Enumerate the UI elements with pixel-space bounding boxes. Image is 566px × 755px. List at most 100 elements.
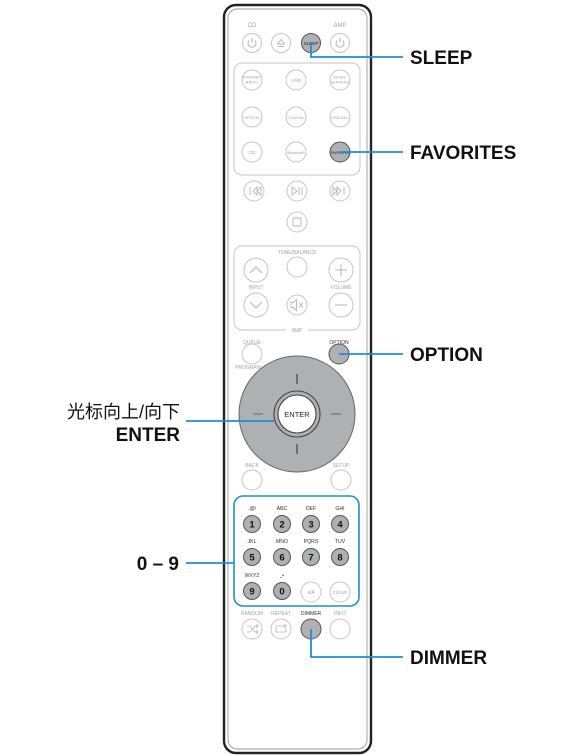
bluetooth-button[interactable]: Bluetooth bbox=[285, 141, 307, 163]
clear-button[interactable]: CLEAR bbox=[329, 581, 351, 603]
cd-label: CD bbox=[248, 23, 257, 29]
digit-4-number: 4 bbox=[337, 520, 343, 531]
digit-8-button[interactable]: TUV 8 bbox=[331, 539, 349, 566]
digit-3-letters: DEF bbox=[306, 506, 316, 512]
eject-button[interactable] bbox=[271, 33, 291, 53]
digit-2-key[interactable] bbox=[273, 515, 291, 533]
cd-power-button[interactable] bbox=[242, 33, 262, 53]
digit-1-letters: .@/ bbox=[248, 506, 257, 512]
play-pause-icon bbox=[291, 186, 303, 196]
shuffle-icon bbox=[247, 623, 259, 635]
case-toggle-label: a/A bbox=[307, 590, 315, 596]
digit-6-number: 6 bbox=[279, 553, 284, 564]
stop-button[interactable] bbox=[286, 211, 308, 233]
mute-button[interactable] bbox=[286, 294, 308, 316]
stop-icon bbox=[292, 217, 302, 227]
repeat-icon bbox=[275, 623, 287, 633]
amp-label: AMP bbox=[333, 23, 346, 29]
coaxial-label: COAXIAL bbox=[287, 115, 305, 120]
callout-option: OPTION bbox=[410, 345, 483, 366]
usb-button[interactable]: USB bbox=[285, 69, 307, 91]
callout-cursor-up-down: 光标向上/向下 bbox=[67, 402, 180, 422]
enter-button-label: ENTER bbox=[284, 410, 310, 419]
amp-power-button[interactable] bbox=[330, 33, 350, 53]
digit-5-button[interactable]: JKL 5 bbox=[243, 539, 261, 566]
source-group-frame bbox=[233, 62, 361, 176]
amp-label-backdrop bbox=[286, 325, 308, 334]
setup-label: SETUP bbox=[333, 463, 350, 469]
volume-down-button[interactable] bbox=[328, 292, 354, 318]
callout-lines bbox=[186, 43, 403, 658]
digit-1-key[interactable] bbox=[243, 515, 261, 533]
music-servers-label-1: MUSIC bbox=[334, 75, 347, 80]
info-button[interactable] bbox=[329, 618, 351, 640]
clear-label: CLEAR bbox=[333, 590, 348, 595]
repeat-button[interactable] bbox=[270, 618, 292, 640]
digit-5-letters: JKL bbox=[248, 539, 257, 545]
random-button[interactable] bbox=[241, 618, 263, 640]
tone-balance-button[interactable] bbox=[286, 256, 308, 278]
digit-5-key[interactable] bbox=[243, 548, 261, 566]
case-toggle-button[interactable]: a/A bbox=[300, 581, 322, 603]
optical-button[interactable]: OPTICAL bbox=[241, 106, 263, 128]
callout-favorites: FAVORITES bbox=[410, 143, 516, 164]
cd-source-button[interactable]: CD bbox=[241, 141, 263, 163]
optical-label: OPTICAL bbox=[243, 115, 261, 120]
dimmer-leader-line bbox=[310, 629, 403, 658]
skip-forward-icon bbox=[332, 185, 345, 197]
digit-8-letters: TUV bbox=[335, 539, 346, 545]
amp-section-label: AMP bbox=[292, 328, 304, 334]
chevron-down-icon bbox=[249, 301, 263, 309]
digit-7-key[interactable] bbox=[302, 548, 320, 566]
digit-9-key[interactable] bbox=[243, 582, 261, 600]
usb-label: USB bbox=[291, 78, 300, 83]
back-button[interactable] bbox=[241, 469, 263, 491]
mute-icon bbox=[290, 298, 304, 312]
enter-button[interactable]: ENTER bbox=[273, 390, 321, 438]
favorites-button-label: FAVORITES bbox=[331, 151, 351, 155]
queue-button[interactable] bbox=[241, 343, 263, 365]
digit-0-number: 0 bbox=[279, 587, 284, 598]
digit-8-key[interactable] bbox=[331, 548, 349, 566]
music-servers-button[interactable]: MUSIC SERVERS bbox=[329, 69, 351, 91]
coaxial-button[interactable]: COAXIAL bbox=[285, 106, 307, 128]
bluetooth-label: Bluetooth bbox=[288, 150, 305, 155]
internet-radio-button[interactable]: INTERNET RADIO bbox=[241, 69, 263, 91]
usb-dac-button[interactable]: USB-DAC bbox=[329, 106, 351, 128]
digit-1-number: 1 bbox=[249, 520, 255, 531]
play-pause-button[interactable] bbox=[286, 180, 308, 202]
volume-label: VOLUME bbox=[330, 285, 352, 291]
digit-5-number: 5 bbox=[249, 553, 255, 564]
dimmer-label: DIMMER bbox=[301, 611, 322, 617]
digit-1-button[interactable]: .@/ 1 bbox=[243, 506, 261, 533]
input-down-button[interactable] bbox=[243, 292, 269, 318]
digit-6-key[interactable] bbox=[273, 548, 291, 566]
power-icon bbox=[335, 38, 345, 48]
next-button[interactable] bbox=[329, 180, 351, 202]
previous-button[interactable] bbox=[243, 180, 265, 202]
digit-2-letters: ABC bbox=[277, 506, 288, 512]
digit-0-key[interactable] bbox=[273, 582, 291, 600]
digit-0-button[interactable]: ⎵•0 bbox=[273, 573, 291, 600]
setup-button[interactable] bbox=[330, 469, 352, 491]
back-label: BACK bbox=[245, 463, 259, 469]
digit-4-key[interactable] bbox=[331, 515, 349, 533]
digit-3-key[interactable] bbox=[302, 515, 320, 533]
digit-9-number: 9 bbox=[249, 587, 254, 598]
eject-icon bbox=[276, 38, 286, 45]
cd-source-label: CD bbox=[249, 150, 256, 155]
input-up-button[interactable] bbox=[243, 257, 269, 283]
digit-7-letters: PQRS bbox=[304, 539, 319, 545]
volume-up-button[interactable] bbox=[328, 257, 354, 283]
tone-balance-label: TONE/BALANCE bbox=[278, 250, 317, 256]
callout-sleep: SLEEP bbox=[410, 48, 473, 69]
music-servers-label-2: SERVERS bbox=[330, 80, 349, 85]
digit-8-number: 8 bbox=[337, 553, 342, 564]
